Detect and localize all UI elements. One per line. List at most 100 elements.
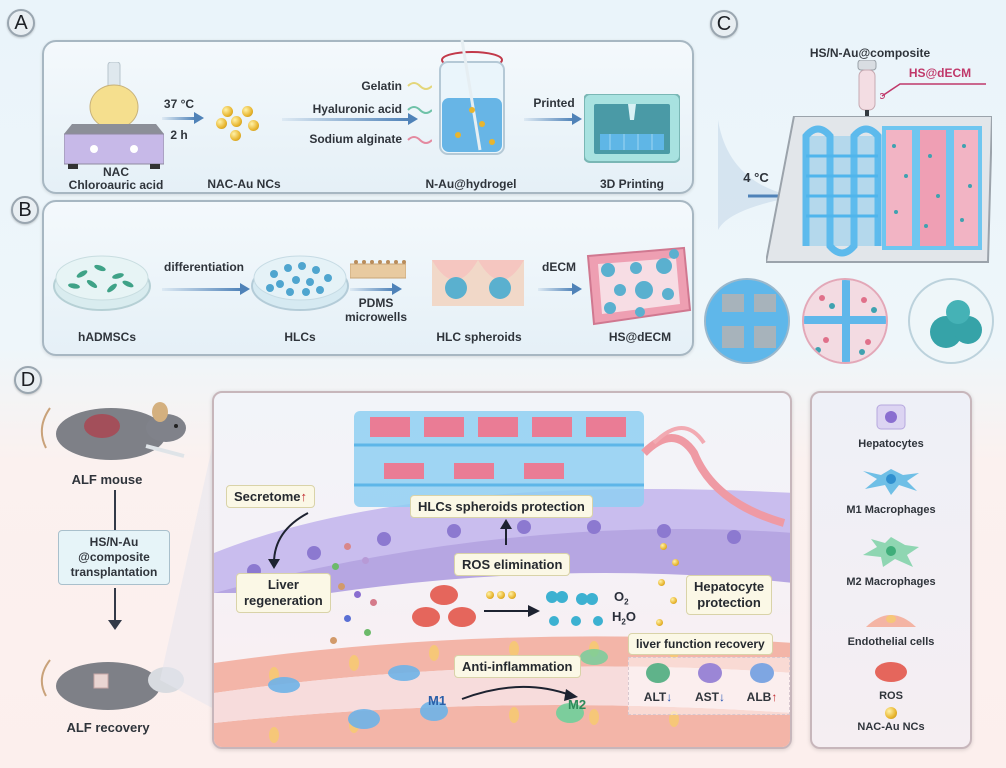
legend-hepatocytes: Hepatocytes <box>812 403 970 450</box>
hepatocyte-protection-line-1: Hepatocyte <box>694 579 765 594</box>
liver-regeneration-tag: Liver regeneration <box>236 573 331 613</box>
marker-alt: ALT↓ <box>634 661 682 704</box>
nac-au-ncs-label: NAC-Au NCs <box>207 177 281 191</box>
alf-mouse-label: ALF mouse <box>71 472 143 487</box>
ros-cluster-icon <box>412 585 476 627</box>
polymer-hyaluronic-acid-label: Hyaluronic acid <box>312 102 402 116</box>
nac-au-nc-icon <box>885 707 897 719</box>
chloroauric-acid-label: Chloroauric acid <box>68 178 164 192</box>
magnification-cone <box>160 430 216 710</box>
alb-label: ALB <box>746 690 772 704</box>
hepatocyte-protection-line-2: protection <box>697 595 761 610</box>
liver-regeneration-line-2: regeneration <box>244 593 323 608</box>
flow-line-top <box>114 490 116 530</box>
m1-label: M1 <box>428 693 447 708</box>
nac-label: NAC <box>103 165 129 179</box>
marker-ast: AST↓ <box>686 661 734 704</box>
alf-mouse-icon <box>36 398 186 468</box>
o2-o: O <box>614 589 625 604</box>
composite-label: HS/N-Au@composite <box>809 46 931 60</box>
scaffold-zoom-spheroid-icon <box>908 278 994 364</box>
hadmscs-label: hADMSCs <box>77 330 136 344</box>
panel-letter-c: C <box>710 10 738 38</box>
hot-plate-stirrer-icon <box>63 61 165 172</box>
legend-endothelial-cells: Endothelial cells <box>812 607 970 648</box>
pdms-label: PDMS <box>358 296 394 310</box>
hepatocyte-protection-tag: Hepatocyte protection <box>686 575 773 615</box>
legend-m2-macrophages: M2 Macrophages <box>812 535 970 588</box>
anti-inflammation-tag: Anti-inflammation <box>454 655 581 678</box>
flow-arrow-head <box>108 620 122 630</box>
hadmscs-petri-dish-icon <box>52 248 152 314</box>
alf-recovery-label: ALF recovery <box>66 720 150 735</box>
legend-m1-macrophages: M1 Macrophages <box>812 465 970 516</box>
alt-down-arrow-icon: ↓ <box>666 690 673 704</box>
panel-b: hADMSCs differentiation HLCs PDMS microw… <box>42 200 694 356</box>
bioink-pointer-line <box>880 83 986 99</box>
hlc-spheroids-label: HLC spheroids <box>436 330 522 344</box>
synthesis-arrow <box>162 112 204 124</box>
hs-decm-label: HS@dECM <box>608 330 672 344</box>
printed-scaffold-icon <box>764 115 994 266</box>
alt-label: ALT <box>643 690 667 704</box>
ros-elimination-tag: ROS elimination <box>454 553 571 576</box>
h2o-h: H <box>612 609 622 624</box>
ros-icon <box>875 662 907 682</box>
implanted-composite-icon <box>354 411 644 507</box>
hepatocyte-icon <box>876 404 906 430</box>
nac-au-ncs-dots <box>486 591 526 601</box>
o2-h2o-molecules-icon <box>546 591 603 626</box>
hlc-protection-arrow <box>500 519 512 545</box>
blood-vessel-icon <box>641 426 786 527</box>
hlcs-petri-dish-icon <box>250 248 350 314</box>
secretome-up-arrow-icon: ↑ <box>300 489 307 504</box>
hydrogel-label: N-Au@hydrogel <box>425 177 517 191</box>
mechanism-panel: Secretome↑ HLCs spheroids protection Liv… <box>212 391 792 749</box>
mixing-arrow <box>282 113 418 125</box>
hlc-protection-tag: HLCs spheroids protection <box>410 495 593 518</box>
alt-protein-icon <box>646 663 670 683</box>
pdms-microwells-icon <box>349 258 407 280</box>
legend-label: NAC-Au NCs <box>857 721 925 733</box>
polymer-gelatin-label: Gelatin <box>361 79 402 93</box>
treatment-line-3: transplantation <box>70 565 158 579</box>
secretome-tag: Secretome↑ <box>226 485 315 508</box>
ast-protein-icon <box>698 663 722 683</box>
alb-up-arrow-icon: ↑ <box>771 690 778 704</box>
legend-label: ROS <box>879 690 903 702</box>
printed-step-label: Printed <box>533 96 575 110</box>
treatment-line-1: HS/N-Au <box>89 535 139 549</box>
ast-down-arrow-icon: ↓ <box>719 690 725 704</box>
ros-elimination-arrow <box>484 605 540 617</box>
microwells-label: microwells <box>344 310 408 324</box>
m2-label: M2 <box>568 697 587 712</box>
panel-a: NAC Chloroauric acid 37 °C 2 h NAC-Au NC… <box>42 39 694 194</box>
flow-line-bottom <box>114 588 116 624</box>
alb-label-row: ALB↑ <box>738 690 786 704</box>
microwell-arrow <box>350 283 402 295</box>
bioink-label: HS@dECM <box>908 66 972 80</box>
h2o-o: O <box>625 609 636 624</box>
h2o-label: H2O <box>612 609 636 627</box>
liver-function-title: liver function recovery <box>628 633 773 655</box>
3d-printing-label: 3D Printing <box>599 177 664 191</box>
o2-label: O2 <box>614 589 629 607</box>
panel-letter-d: D <box>14 366 42 394</box>
o2-subscript: 2 <box>624 597 629 607</box>
treatment-line-2: @composite <box>78 550 150 564</box>
reagents-label: NAC Chloroauric acid <box>56 166 176 192</box>
pdms-microwells-label: PDMS microwells <box>336 296 416 324</box>
scaffold-zoom-composite-icon <box>802 278 888 364</box>
m1-macrophage-icon <box>863 469 919 495</box>
alb-protein-icon <box>750 663 774 683</box>
liver-regeneration-line-1: Liver <box>267 577 299 592</box>
alt-label-row: ALT↓ <box>634 690 682 704</box>
legend-label: Hepatocytes <box>858 438 924 450</box>
panel-letter-a: A <box>7 9 35 37</box>
legend-label: M2 Macrophages <box>846 576 936 588</box>
ast-label-row: AST↓ <box>686 690 734 704</box>
ast-label: AST <box>695 690 719 704</box>
h2o-subscript: 2 <box>621 617 626 627</box>
hs-decm-icon <box>584 244 692 326</box>
legend-label: M1 Macrophages <box>846 504 936 516</box>
